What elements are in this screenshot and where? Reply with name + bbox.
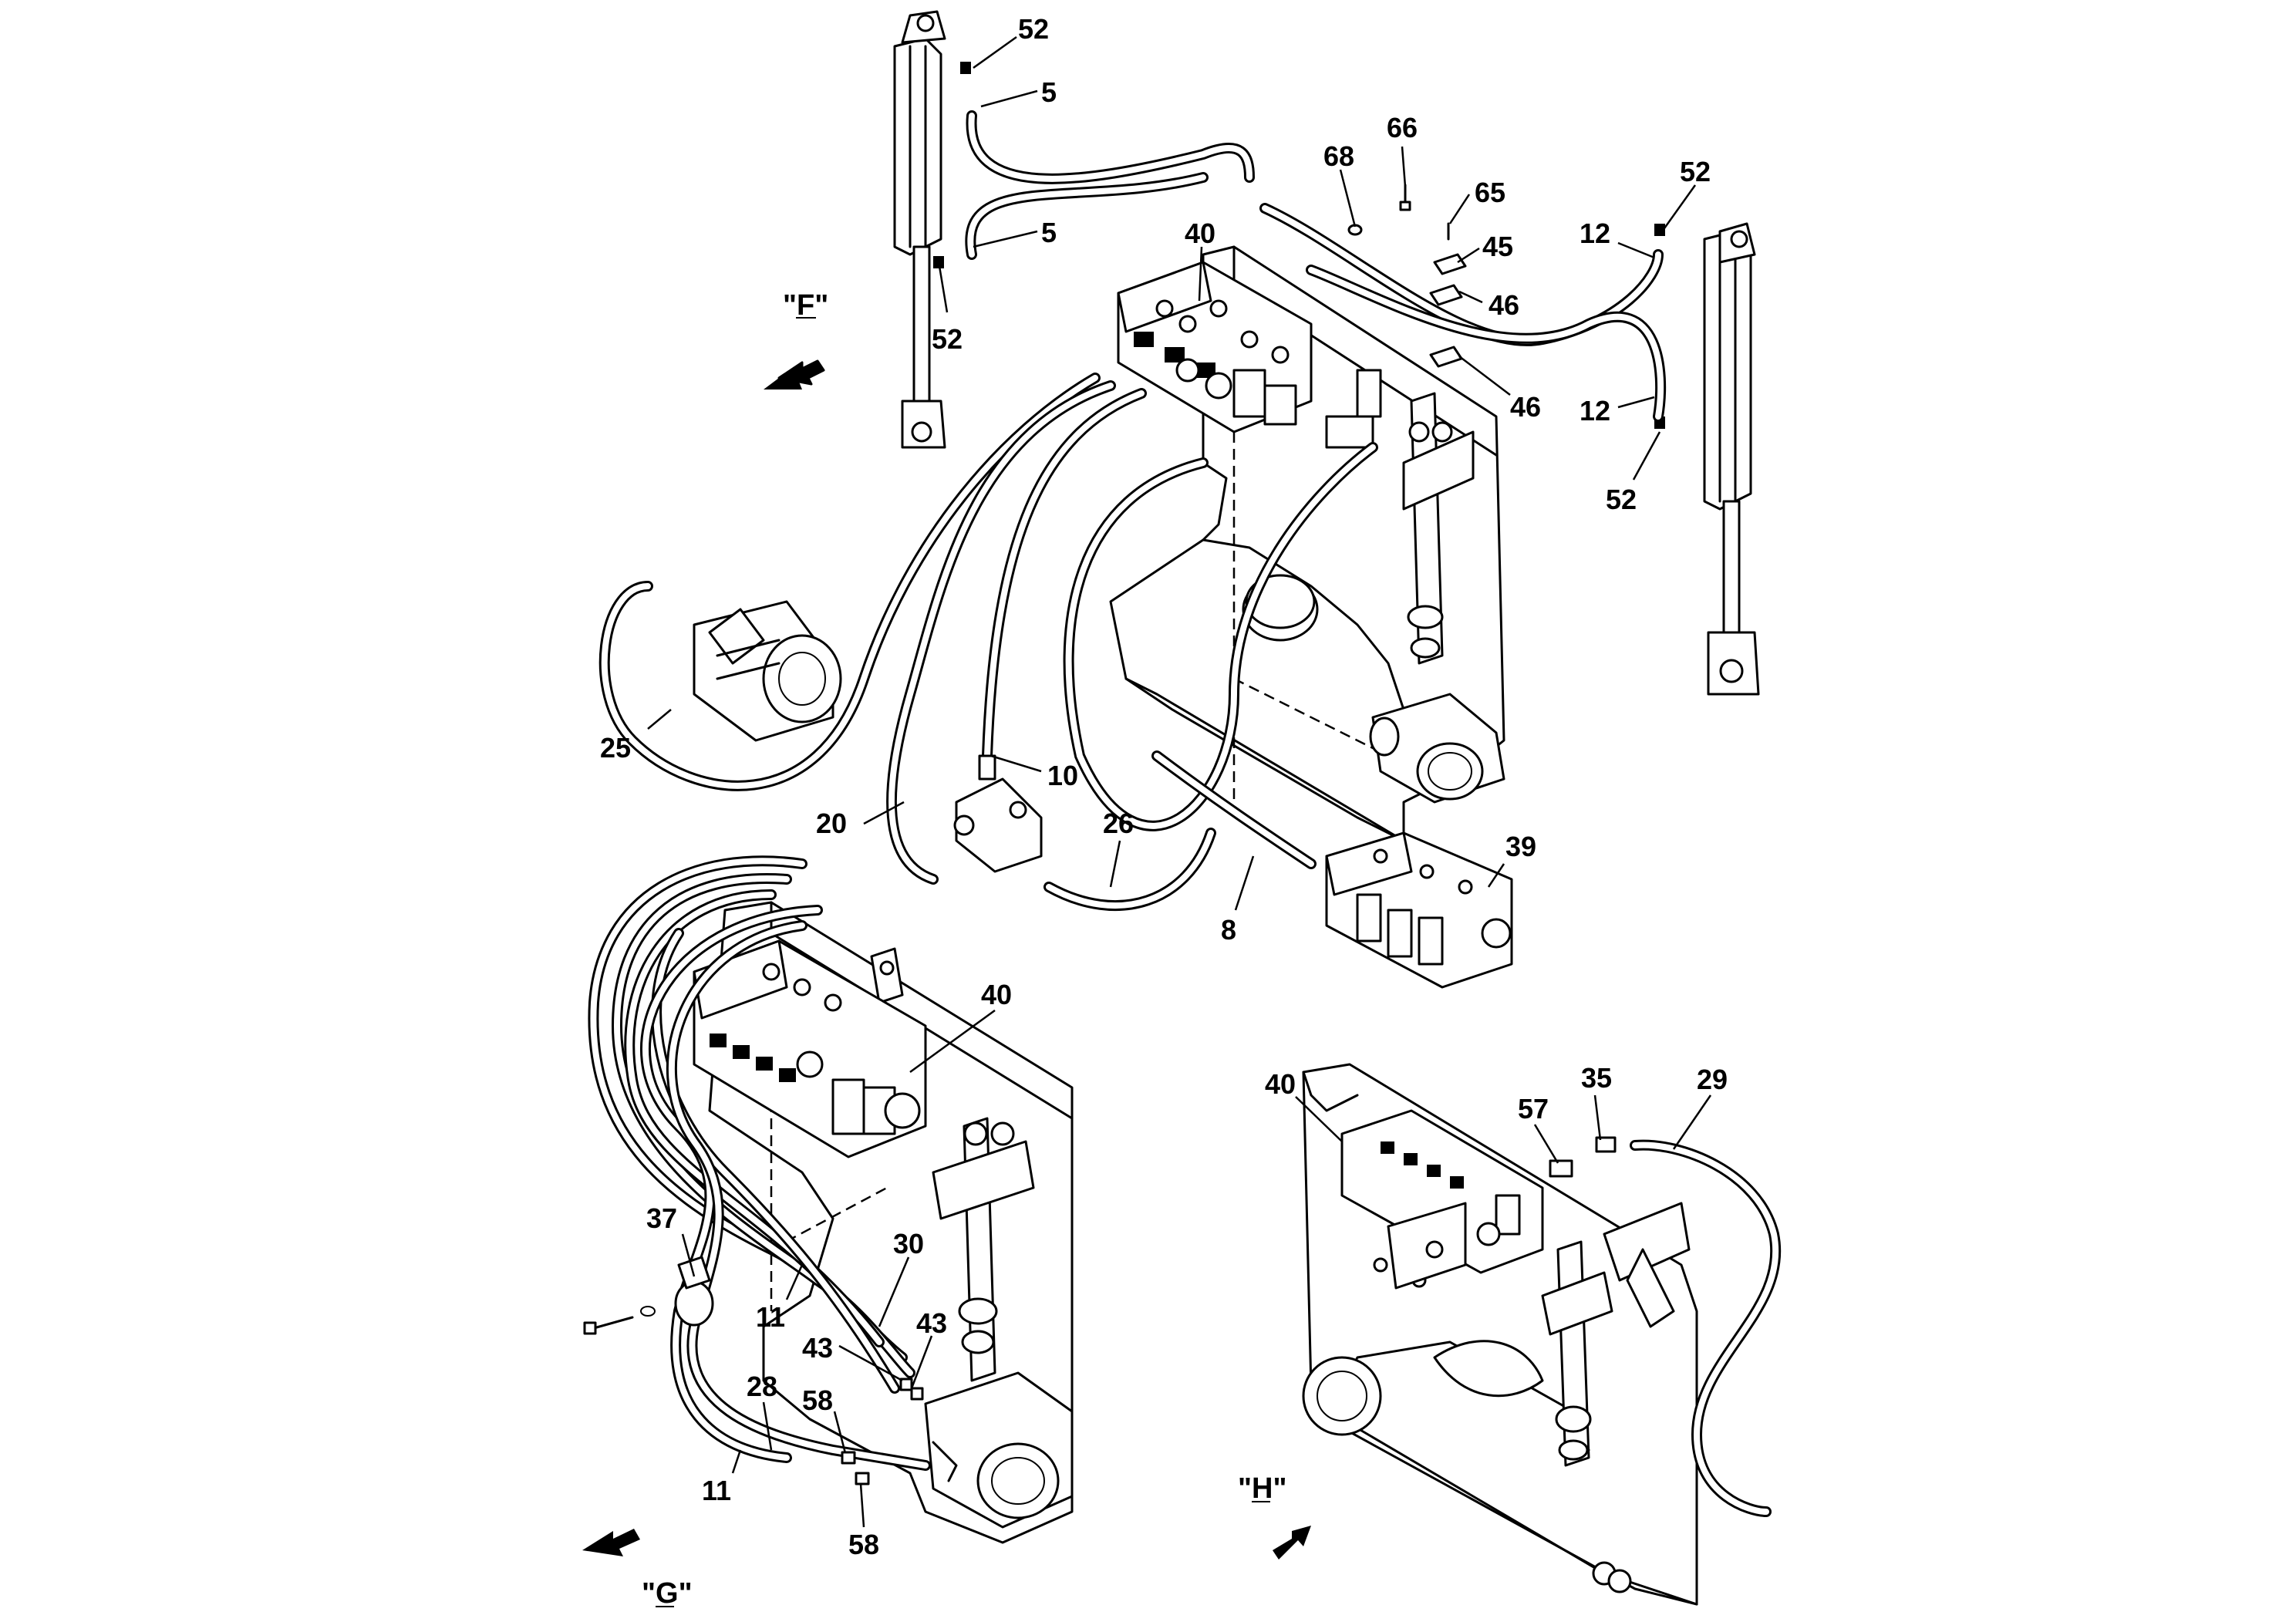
callout-58: 58 [802,1384,833,1416]
callout-11: 11 [702,1475,731,1506]
view-h-assembly: "H" [1238,1063,1782,1606]
arrow-icon [764,361,822,389]
view-h-label: "H" [1238,1472,1286,1505]
callout-58: 58 [848,1529,879,1560]
hoses-g [588,855,931,1471]
arrow-icon [1273,1526,1311,1560]
callout-20: 20 [816,808,847,839]
fittings-g [841,1378,958,1485]
callout-43: 43 [916,1307,947,1339]
callout-52: 52 [1606,484,1637,515]
callout-12: 12 [1580,218,1610,249]
callout-37: 37 [646,1202,677,1234]
view-g-assembly: "G" [582,855,1074,1610]
frame-plate-h [1302,1063,1698,1606]
main-valve-39 [1325,831,1513,989]
callout-52: 52 [1680,156,1711,187]
callout-39: 39 [1505,831,1536,862]
callout-40: 40 [981,979,1012,1010]
lift-cylinder-right [1654,222,1760,696]
view-g-arrow [582,1529,640,1556]
view-g-label: "G" [642,1577,693,1610]
callout-5: 5 [1041,76,1057,108]
control-valve-40-f [1117,261,1313,433]
frame-plate-g [708,901,1074,1544]
callout-52: 52 [1018,13,1049,45]
auxiliary-pump [953,754,1043,873]
hose-29 [1549,1136,1782,1517]
lift-cylinder-left [893,10,971,449]
hose-clamp-37 [583,1256,714,1335]
callout-30: 30 [893,1228,924,1259]
control-valve-40-h [1340,1109,1544,1290]
callout-45: 45 [1482,231,1513,262]
callout-5: 5 [1041,217,1057,248]
frame-plate-f [1109,245,1505,842]
callout-11: 11 [756,1301,785,1333]
callout-46: 46 [1489,289,1519,321]
callout-68: 68 [1323,140,1354,172]
callout-8: 8 [1221,914,1236,946]
callout-57: 57 [1518,1093,1549,1125]
callout-10: 10 [1047,760,1078,791]
callout-40: 40 [1185,218,1215,249]
callout-65: 65 [1475,177,1505,208]
fastener-set-f [1347,184,1467,368]
callout-43: 43 [802,1332,833,1364]
callout-28: 28 [747,1371,777,1402]
callout-46: 46 [1510,391,1541,423]
leader-lines [647,35,1712,1528]
callout-35: 35 [1581,1062,1612,1094]
view-f-label: "F" [783,289,828,322]
arrow-icon [582,1529,640,1556]
hydraulic-pump [693,600,842,742]
callout-26: 26 [1103,808,1134,839]
callout-labels: 52 5 5 52 40 68 66 65 45 46 46 52 12 12 … [600,13,1728,1560]
callout-29: 29 [1697,1064,1728,1095]
view-f-assembly: "F" [598,10,1760,989]
callout-66: 66 [1387,112,1418,143]
view-f-arrow [764,359,825,389]
control-valve-40-g [693,939,927,1158]
hoses-f [598,110,1667,912]
callout-52: 52 [932,323,963,355]
callout-25: 25 [600,732,631,764]
view-h-arrow [1273,1526,1311,1560]
callout-12: 12 [1580,395,1610,427]
callout-40: 40 [1265,1068,1296,1100]
